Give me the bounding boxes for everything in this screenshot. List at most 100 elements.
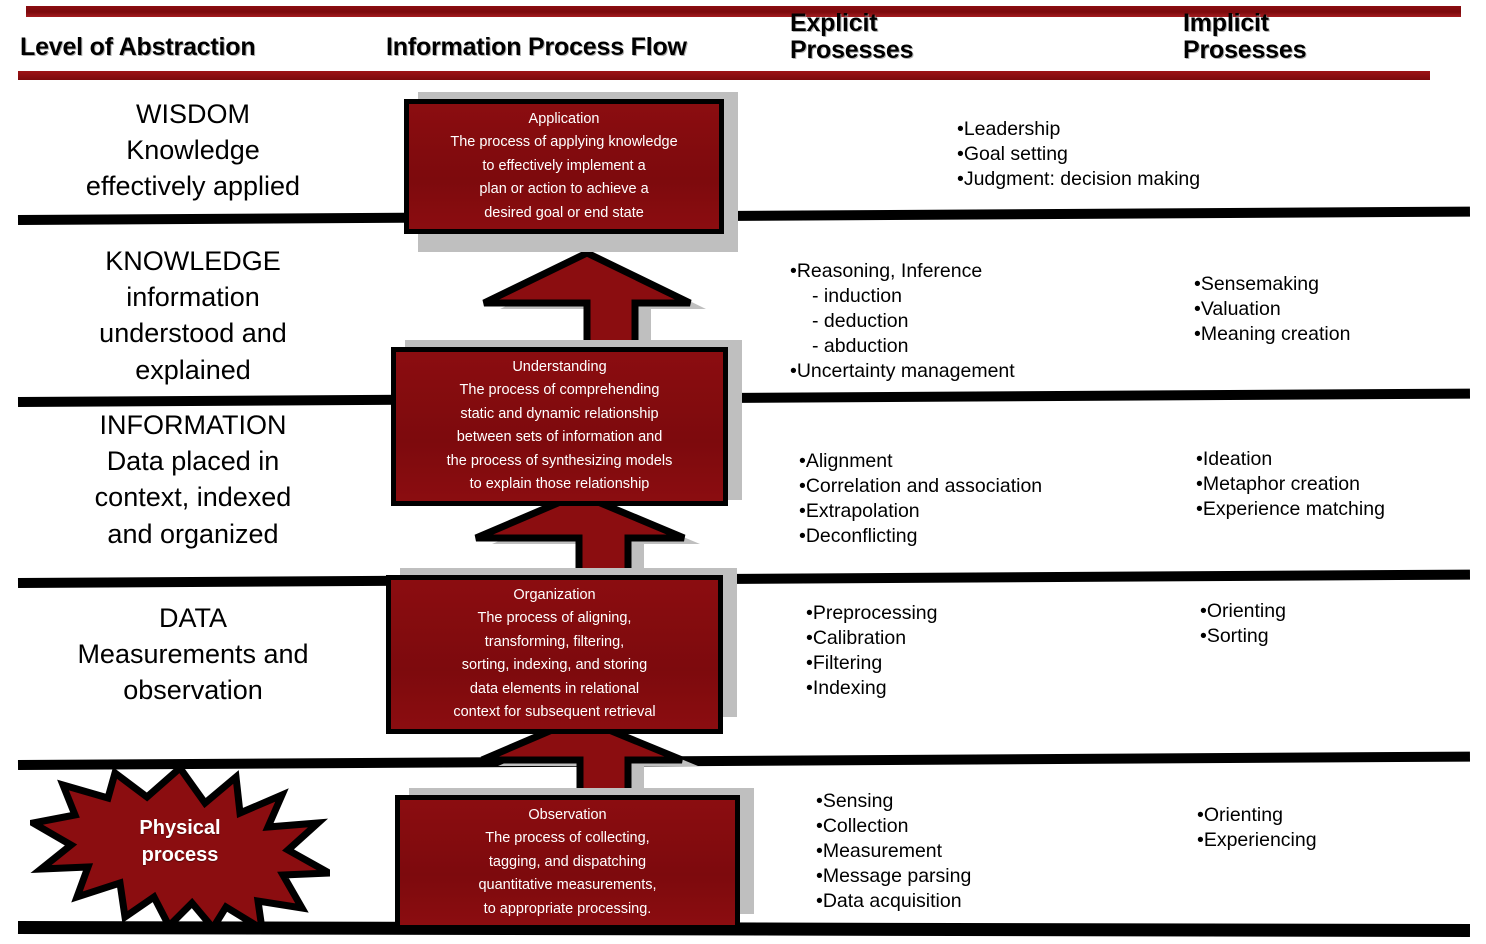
- list-item: •Sorting: [1200, 624, 1269, 647]
- process-line: The process of collecting,: [485, 830, 650, 847]
- column-header-information-process-flow: Information Process Flow: [386, 33, 687, 61]
- explicit-processes-information: •Alignment •Correlation and association …: [799, 449, 1042, 549]
- process-line: quantitative measurements,: [478, 877, 657, 894]
- list-item: - abduction: [812, 334, 909, 357]
- list-item: •Goal setting: [957, 142, 1068, 165]
- process-line: The process of comprehending: [459, 382, 660, 399]
- list-item: •Orienting: [1197, 804, 1283, 826]
- level-label-knowledge: KNOWLEDGE information understood and exp…: [10, 243, 376, 388]
- header-rule-bottom: [18, 71, 1430, 80]
- list-item: •Collection: [816, 814, 909, 837]
- list-item: •Calibration: [806, 626, 907, 649]
- list-item: •Uncertainty management: [790, 359, 1015, 382]
- column-header-level-of-abstraction: Level of Abstraction: [20, 33, 256, 61]
- explicit-header-line2: Prosesses: [790, 35, 914, 64]
- list-item: •Preprocessing: [806, 602, 938, 624]
- process-line: to appropriate processing.: [483, 900, 652, 917]
- explicit-processes-wisdom: •Leadership •Goal setting •Judgment: dec…: [957, 117, 1200, 192]
- list-item: •Data acquisition: [816, 889, 962, 912]
- list-item: •Meaning creation: [1194, 322, 1351, 345]
- process-line: context for subsequent retrieval: [453, 704, 656, 721]
- process-title-observation: Observation: [528, 807, 607, 823]
- process-line: sorting, indexing, and storing: [461, 657, 648, 674]
- list-item: •Sensing: [816, 790, 894, 812]
- list-item: •Metaphor creation: [1196, 472, 1360, 495]
- level-label-information: INFORMATION Data placed in context, inde…: [10, 407, 376, 552]
- level-knowledge-line4: explained: [135, 354, 251, 385]
- list-item: •Alignment: [799, 450, 893, 472]
- implicit-processes-observation: •Orienting •Experiencing: [1197, 803, 1317, 853]
- level-wisdom-line2: Knowledge: [126, 135, 260, 166]
- process-title-organization: Organization: [513, 587, 596, 603]
- level-wisdom-title: WISDOM: [136, 99, 250, 129]
- physical-process-starburst[interactable]: Physical process: [30, 765, 330, 930]
- list-item: •Ideation: [1196, 448, 1273, 470]
- process-line: the process of synthesizing models: [446, 452, 673, 469]
- process-line: between sets of information and: [456, 429, 663, 446]
- list-item: •Measurement: [816, 839, 943, 862]
- explicit-processes-data: •Preprocessing •Calibration •Filtering •…: [806, 601, 937, 701]
- list-item: •Sensemaking: [1194, 273, 1319, 295]
- list-item: •Reasoning, Inference: [790, 260, 983, 282]
- list-item: •Judgment: decision making: [957, 167, 1201, 190]
- level-information-line2: Data placed in: [106, 446, 280, 477]
- list-item: •Correlation and association: [799, 474, 1043, 497]
- process-line: to explain those relationship: [469, 476, 650, 493]
- column-header-explicit-processes: Explicit Prosesses: [790, 10, 1030, 63]
- process-box-application[interactable]: Application The process of applying know…: [404, 92, 738, 259]
- list-item: •Experiencing: [1197, 828, 1317, 851]
- process-line: transforming, filtering,: [484, 633, 625, 650]
- list-item: •Experience matching: [1196, 497, 1385, 520]
- process-line: plan or action to achieve a: [479, 181, 649, 198]
- explicit-header-line1: Explicit: [790, 9, 878, 37]
- level-information-title: INFORMATION: [99, 410, 287, 440]
- implicit-header-line1: Implicit: [1183, 9, 1269, 37]
- list-item: •Filtering: [806, 651, 883, 674]
- level-knowledge-line2: information: [126, 282, 260, 313]
- list-item: - induction: [812, 284, 902, 307]
- explicit-processes-knowledge: •Reasoning, Inference - induction - dedu…: [790, 259, 1015, 384]
- level-information-line4: and organized: [107, 518, 279, 549]
- process-box-observation-body[interactable]: Observation The process of collecting, t…: [395, 795, 740, 931]
- list-item: •Leadership: [957, 118, 1061, 140]
- level-information-line3: context, indexed: [94, 482, 292, 513]
- list-item: - deduction: [812, 309, 909, 332]
- list-item: •Deconflicting: [799, 524, 918, 547]
- process-box-organization-body[interactable]: Organization The process of aligning, tr…: [386, 575, 723, 734]
- level-knowledge-title: KNOWLEDGE: [105, 246, 281, 276]
- explicit-processes-observation: •Sensing •Collection •Measurement •Messa…: [816, 789, 971, 914]
- level-data-title: DATA: [158, 603, 227, 633]
- row-divider-knowledge-information: [17, 388, 1471, 407]
- process-title-application: Application: [528, 111, 600, 127]
- process-box-understanding[interactable]: Understanding The process of comprehendi…: [391, 340, 742, 507]
- level-label-wisdom: WISDOM Knowledge effectively applied: [10, 96, 376, 205]
- implicit-header-line2: Prosesses: [1183, 35, 1307, 64]
- level-data-line2: Measurements and: [77, 639, 309, 670]
- process-box-understanding-body[interactable]: Understanding The process of comprehendi…: [391, 347, 728, 506]
- level-wisdom-line3: effectively applied: [85, 171, 301, 202]
- list-item: •Valuation: [1194, 297, 1281, 320]
- process-line: data elements in relational: [469, 680, 640, 697]
- level-label-data: DATA Measurements and observation: [10, 600, 376, 709]
- process-line: The process of aligning,: [477, 610, 632, 627]
- implicit-processes-information: •Ideation •Metaphor creation •Experience…: [1196, 447, 1385, 522]
- process-line: The process of applying knowledge: [450, 134, 678, 151]
- process-box-observation[interactable]: Observation The process of collecting, t…: [395, 788, 754, 931]
- list-item: •Message parsing: [816, 864, 972, 887]
- column-header-implicit-processes: Implicit Prosesses: [1183, 10, 1413, 63]
- process-box-organization[interactable]: Organization The process of aligning, tr…: [386, 568, 737, 734]
- list-item: •Orienting: [1200, 600, 1286, 622]
- process-title-understanding: Understanding: [512, 359, 607, 375]
- level-knowledge-line3: understood and: [99, 318, 287, 349]
- list-item: •Indexing: [806, 676, 887, 699]
- process-line: tagging, and dispatching: [488, 853, 647, 870]
- process-line: static and dynamic relationship: [460, 405, 659, 422]
- header-rule-top: [26, 6, 1461, 17]
- process-box-application-body[interactable]: Application The process of applying know…: [404, 99, 724, 235]
- level-data-line3: observation: [123, 675, 263, 706]
- process-line: to effectively implement a: [482, 157, 646, 174]
- list-item: •Extrapolation: [799, 499, 920, 522]
- starburst-icon: [30, 765, 330, 930]
- process-line: desired goal or end state: [484, 204, 644, 221]
